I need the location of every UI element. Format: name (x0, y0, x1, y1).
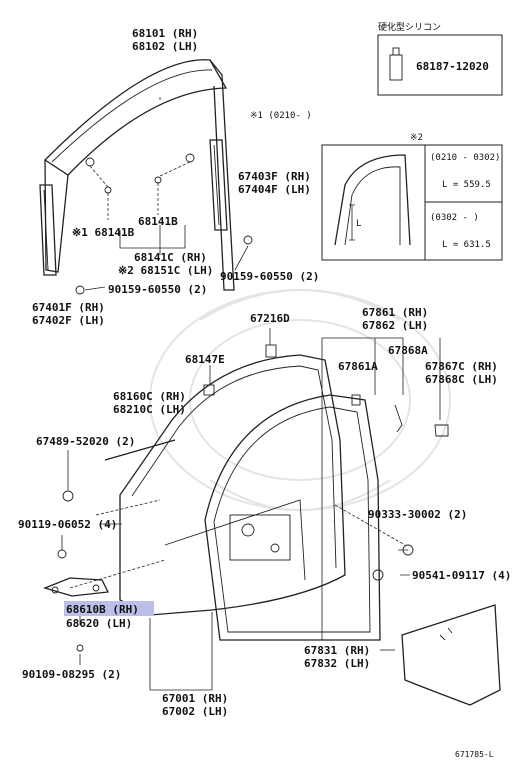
label-90541: 90541-09117 (4) (412, 569, 511, 582)
label-67404f: 67404F (LH) (238, 183, 311, 196)
label-90159-left: 90159-60550 (2) (108, 283, 207, 296)
hole-cover-67831 (401, 604, 501, 706)
label-67867c: 67867C (RH) (425, 360, 498, 373)
label-67868c: 67868C (LH) (425, 373, 498, 386)
label-67489: 67489-52020 (2) (36, 435, 135, 448)
label-68187: 68187-12020 (416, 60, 489, 73)
label-67832: 67832 (LH) (304, 657, 370, 670)
label-68610b: 68610B (RH) (66, 603, 139, 616)
label-note1: ※1 (0210- ) (250, 111, 312, 121)
label-ref: 671785-L (455, 750, 494, 759)
label-90333: 90333-30002 (2) (368, 508, 467, 521)
label-68151c: ※2 68151C (LH) (118, 264, 213, 277)
label-90119: 90119-06052 (4) (18, 518, 117, 531)
label-67861a: 67861A (338, 360, 378, 373)
label-68141b-a: 68141B (138, 215, 178, 228)
highlight-68610b (64, 601, 154, 616)
label-68160c: 68160C (RH) (113, 390, 186, 403)
label-68147e: 68147E (185, 353, 225, 366)
length-inset (321, 144, 503, 261)
label-hardener: 硬化型シリコン (378, 21, 441, 33)
weatherstrip-67861 (204, 394, 381, 641)
label-68141b-b: ※1 68141B (72, 226, 135, 239)
label-67861: 67861 (RH) (362, 306, 428, 319)
part-labels: 68101 (RH) 68102 (LH) 硬化型シリコン 68187-1202… (18, 21, 511, 759)
label-note2: ※2 (410, 133, 423, 143)
leader-lines (61, 245, 441, 691)
label-67401f: 67401F (RH) (32, 301, 105, 314)
channel-67401f (39, 184, 57, 276)
inset-row1-period: (0210 - 0302) (430, 153, 500, 163)
label-67831: 67831 (RH) (304, 644, 370, 657)
label-67402f: 67402F (LH) (32, 314, 105, 327)
label-68141c: 68141C (RH) (134, 251, 207, 264)
inset-dim-letter: L (356, 219, 361, 229)
label-68210c: 68210C (LH) (113, 403, 186, 416)
sealant-box (377, 34, 503, 96)
label-67002: 67002 (LH) (162, 705, 228, 718)
inset-row2-length: L = 631.5 (442, 240, 491, 250)
label-67403f: 67403F (RH) (238, 170, 311, 183)
door-shell-67001 (119, 354, 346, 616)
label-68620: 68620 (LH) (66, 617, 132, 630)
label-67862: 67862 (LH) (362, 319, 428, 332)
label-90109: 90109-08295 (2) (22, 668, 121, 681)
door-check-68610b (43, 577, 109, 652)
small-parts-mid (57, 344, 449, 581)
inset-row2-period: (0302 - ) (430, 213, 479, 223)
channel-67403f (209, 139, 228, 231)
label-67868a: 67868A (388, 344, 428, 357)
label-68102: 68102 (LH) (132, 40, 198, 53)
label-67216d: 67216D (250, 312, 290, 325)
label-67001: 67001 (RH) (162, 692, 228, 705)
label-68101: 68101 (RH) (132, 27, 198, 40)
label-90159-right: 90159-60550 (2) (220, 270, 319, 283)
inset-row1-length: L = 559.5 (442, 180, 491, 190)
inset-labels: L (0210 - 0302) L = 559.5 (0302 - ) L = … (356, 153, 500, 250)
